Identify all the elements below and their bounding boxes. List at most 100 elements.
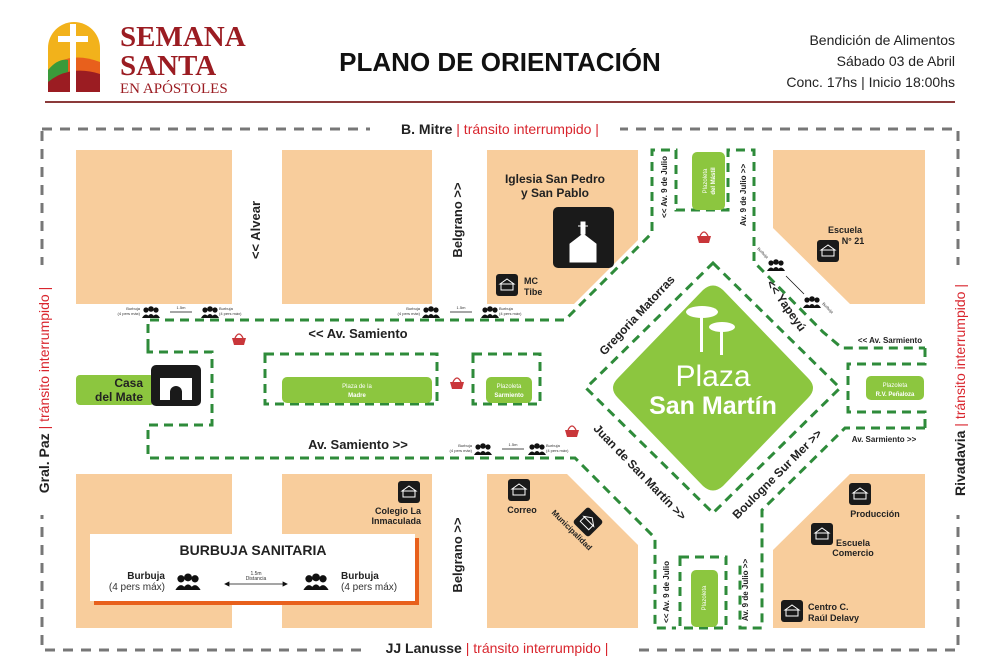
svg-text:Inmaculada: Inmaculada <box>371 516 422 526</box>
correo[interactable]: Correo <box>507 478 537 515</box>
svg-text:Comercio: Comercio <box>832 548 874 558</box>
street-9-julio-top-left: << Av. 9 de Julio <box>660 156 669 218</box>
svg-text:Burbuja: Burbuja <box>219 306 234 311</box>
svg-text:JJ Lanusse | tránsito interrum: JJ Lanusse | tránsito interrumpido | <box>386 640 609 656</box>
logo: SEMANA SANTA EN APÓSTOLES <box>48 21 246 97</box>
svg-text:N° 21: N° 21 <box>842 236 865 246</box>
legend-distance-label: Distancia <box>246 576 267 582</box>
svg-text:Burbuja: Burbuja <box>821 301 835 315</box>
svg-text:1.5m: 1.5m <box>177 305 187 310</box>
street-9-julio-bottom-right: Av. 9 de Julio >> <box>741 559 750 622</box>
page-title: PLANO DE ORIENTACIÓN <box>339 47 661 77</box>
event-time: Conc. 17hs | Inicio 18:00hs <box>786 74 955 90</box>
escuela-21[interactable]: Escuela N° 21 <box>816 225 865 263</box>
svg-text:Correo: Correo <box>507 505 537 515</box>
plazoleta-sur[interactable]: Plazoleta <box>691 570 718 627</box>
svg-text:Madre: Madre <box>348 393 366 399</box>
svg-text:Iglesia San Pedro: Iglesia San Pedro <box>505 172 605 186</box>
svg-text:Plaza de la: Plaza de la <box>342 384 372 390</box>
svg-text:Burbuja: Burbuja <box>406 306 421 311</box>
iglesia-san-pedro-y-san-pablo[interactable]: Iglesia San Pedro y San Pablo <box>505 172 614 268</box>
bubble-marker: Burbuja(4 pers máx) 1.5m Burbuja(4 pers … <box>118 305 242 318</box>
plaza-de-la-madre[interactable]: Plaza de la Madre <box>282 377 432 403</box>
svg-text:(4 pers máx): (4 pers máx) <box>546 448 569 453</box>
route-outline <box>738 426 925 630</box>
logo-line3: EN APÓSTOLES <box>120 80 228 97</box>
svg-text:Rivadavia | tránsito interrump: Rivadavia | tránsito interrumpido | <box>952 284 968 496</box>
street-belgrano-bottom: Belgrano >> <box>450 517 465 593</box>
svg-text:Plazoleta: Plazoleta <box>702 585 708 610</box>
svg-text:Raúl Delavy: Raúl Delavy <box>808 613 859 623</box>
plaza-name-line1: Plaza <box>675 360 750 393</box>
svg-text:1.5m: 1.5m <box>457 305 467 310</box>
svg-text:(4 pers máx): (4 pers máx) <box>450 448 473 453</box>
legend-bubble-capacity: (4 pers máx) <box>341 582 397 593</box>
school-icon <box>816 239 840 263</box>
street-sarmiento-right-top: << Av. Sarmiento <box>858 336 922 345</box>
produccion[interactable]: Producción <box>848 482 900 519</box>
colegio-la-inmaculada[interactable]: Colegio La Inmaculada <box>371 480 422 526</box>
street-alvear: << Alvear <box>248 201 263 259</box>
svg-text:Burbuja: Burbuja <box>499 306 514 311</box>
svg-text:Tibe: Tibe <box>524 287 542 297</box>
cross-icon <box>58 24 88 92</box>
street-sarmiento-right-bottom: Av. Sarmiento >> <box>852 435 917 444</box>
mc-tibe[interactable]: MC Tibe <box>495 273 542 297</box>
block <box>76 150 232 304</box>
legend-title: BURBUJA SANITARIA <box>180 542 327 558</box>
svg-text:Plazoleta: Plazoleta <box>497 384 522 390</box>
basket-icon <box>696 231 712 244</box>
perimeter-bottom-label: JJ Lanusse | tránsito interrumpido | <box>362 638 632 658</box>
trees-icon <box>686 306 735 355</box>
street-yapeyu: << Yapeyú <box>764 277 809 333</box>
casa-del-mate[interactable]: Casa del Mate <box>76 365 201 406</box>
legend-bubble-label: Burbuja <box>341 571 379 582</box>
escuela-comercio[interactable]: Escuela Comercio <box>810 522 874 558</box>
svg-text:(4 pers máx): (4 pers máx) <box>398 311 421 316</box>
logo-line1: SEMANA <box>120 21 246 53</box>
plazoleta-penaloza[interactable]: Plazoleta R.V. Peñaloza <box>866 376 924 400</box>
block <box>773 474 925 628</box>
svg-text:Producción: Producción <box>850 509 900 519</box>
route-outline <box>146 148 925 350</box>
plaza-san-martin[interactable]: Plaza San Martín <box>613 285 813 491</box>
svg-text:Burbuja: Burbuja <box>458 443 473 448</box>
svg-text:Sarmiento: Sarmiento <box>494 393 524 399</box>
street-samiento-top: << Av. Samiento <box>308 326 407 341</box>
street-9-julio-bottom-left: << Av. 9 de Julio <box>662 561 671 623</box>
plazoleta-del-mastil[interactable]: Plazoleta del Mástil <box>692 152 725 210</box>
svg-text:(4 pers máx): (4 pers máx) <box>118 311 141 316</box>
burbuja-sanitaria-legend: BURBUJA SANITARIA Burbuja (4 pers máx) 1… <box>90 534 419 605</box>
legend-bubble-label: Burbuja <box>127 571 165 582</box>
svg-text:Burbuja: Burbuja <box>756 246 770 260</box>
route-outline <box>583 260 843 516</box>
distance-arrow-icon <box>224 581 288 587</box>
logo-line2: SANTA <box>120 50 216 82</box>
mc-tibe-icon <box>495 273 519 297</box>
event-info: Bendición de Alimentos Sábado 03 de Abri… <box>786 32 955 90</box>
mailbox-icon <box>507 478 531 502</box>
svg-text:(4 pers máx): (4 pers máx) <box>499 311 522 316</box>
svg-text:MC: MC <box>524 276 538 286</box>
plazoleta-sarmiento[interactable]: Plazoleta Sarmiento <box>486 377 532 403</box>
event-date: Sábado 03 de Abril <box>837 53 955 69</box>
basket-icon <box>231 333 247 346</box>
svg-text:R.V. Peñaloza: R.V. Peñaloza <box>876 392 915 398</box>
svg-text:y San Pablo: y San Pablo <box>521 186 589 200</box>
svg-text:B. Mitre | tránsito interrumpi: B. Mitre | tránsito interrumpido | <box>401 121 599 137</box>
event-name: Bendición de Alimentos <box>809 32 955 48</box>
svg-text:Centro C.: Centro C. <box>808 602 849 612</box>
block <box>773 150 925 304</box>
centro-cultural-raul-delavy[interactable]: Centro C. Raúl Delavy <box>780 599 859 623</box>
legend-distance-value: 1.5m <box>250 571 261 577</box>
block <box>487 474 638 628</box>
school-icon <box>397 480 421 504</box>
street-belgrano-top: Belgrano >> <box>450 182 465 258</box>
street-samiento-bottom: Av. Samiento >> <box>308 437 408 452</box>
route-outline <box>263 352 439 406</box>
school-icon <box>810 522 834 546</box>
route-outline <box>146 348 676 630</box>
svg-text:Casa: Casa <box>114 376 143 390</box>
svg-text:del Mástil: del Mástil <box>711 167 717 195</box>
